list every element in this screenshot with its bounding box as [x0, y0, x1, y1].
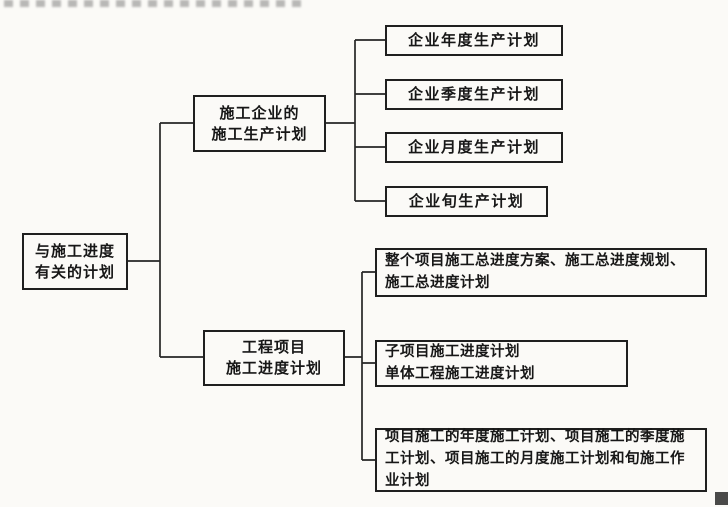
leaf-node-monthly-plan: 企业月度生产计划 — [385, 132, 563, 163]
leaf-node-overall-schedule: 整个项目施工总进度方案、施工总进度规划、施工总进度计划 — [375, 248, 707, 297]
leaf-label-line1: 子项目施工进度计划 — [385, 343, 520, 360]
leaf-node-periodic-work-plans: 项目施工的年度施工计划、项目施工的季度施工计划、项目施工的月度施工计划和旬施工作… — [375, 428, 707, 492]
leaf-node-ten-day-plan: 企业旬生产计划 — [385, 186, 548, 217]
leaf-label: 整个项目施工总进度方案、施工总进度规划、施工总进度计划 — [385, 252, 685, 291]
leaf-node-subproject-schedule: 子项目施工进度计划 单体工程施工进度计划 — [375, 340, 628, 387]
branch2-node: 工程项目 施工进度计划 — [203, 330, 345, 386]
branch1-node-line2: 施工生产计划 — [211, 125, 308, 143]
leaf-label: 企业年度生产计划 — [407, 32, 540, 49]
root-node-line2: 有关的计划 — [34, 263, 115, 281]
branch2-node-line1: 工程项目 — [241, 339, 306, 356]
scan-artifact-top — [4, 0, 304, 7]
leaf-node-annual-plan: 企业年度生产计划 — [385, 25, 563, 56]
leaf-label: 企业旬生产计划 — [408, 193, 525, 210]
leaf-label: 企业季度生产计划 — [407, 86, 540, 103]
leaf-label: 企业月度生产计划 — [407, 139, 540, 156]
leaf-label: 项目施工的年度施工计划、项目施工的季度施工计划、项目施工的月度施工计划和旬施工作… — [385, 429, 685, 489]
root-node-line1: 与施工进度 — [34, 242, 115, 260]
root-node: 与施工进度 有关的计划 — [22, 233, 128, 290]
leaf-label-line2: 单体工程施工进度计划 — [385, 365, 535, 382]
scan-artifact-bottom-right — [715, 492, 728, 505]
branch2-node-line2: 施工进度计划 — [225, 360, 322, 377]
leaf-node-quarterly-plan: 企业季度生产计划 — [385, 79, 563, 110]
branch1-node: 施工企业的 施工生产计划 — [193, 95, 326, 152]
branch1-node-line1: 施工企业的 — [219, 104, 300, 122]
